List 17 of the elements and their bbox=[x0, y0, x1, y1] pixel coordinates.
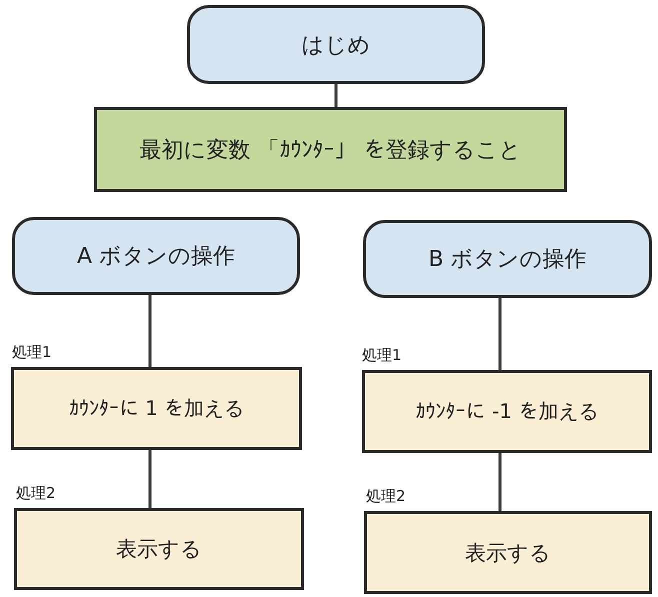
process-box: 最初に変数 「ｶｳﾝﾀｰ」 を登録すること bbox=[94, 107, 567, 192]
connector-line bbox=[334, 84, 338, 107]
connector-line bbox=[148, 450, 152, 508]
process-box: ｶｳﾝﾀｰに -1 を加える bbox=[362, 370, 652, 453]
start-box: はじめ bbox=[187, 5, 485, 84]
process-box: 表示する bbox=[14, 508, 304, 590]
connector-line bbox=[148, 295, 152, 367]
step-label: 処理2 bbox=[366, 487, 406, 506]
step-label: 処理2 bbox=[16, 484, 56, 503]
connector-line bbox=[498, 453, 502, 511]
start-box: B ボタンの操作 bbox=[363, 220, 652, 298]
process-box: ｶｳﾝﾀｰに 1 を加える bbox=[11, 367, 302, 450]
start-box: A ボタンの操作 bbox=[12, 217, 300, 295]
connector-line bbox=[498, 298, 502, 370]
process-box: 表示する bbox=[364, 511, 652, 594]
step-label: 処理1 bbox=[12, 343, 52, 362]
step-label: 処理1 bbox=[362, 346, 402, 365]
